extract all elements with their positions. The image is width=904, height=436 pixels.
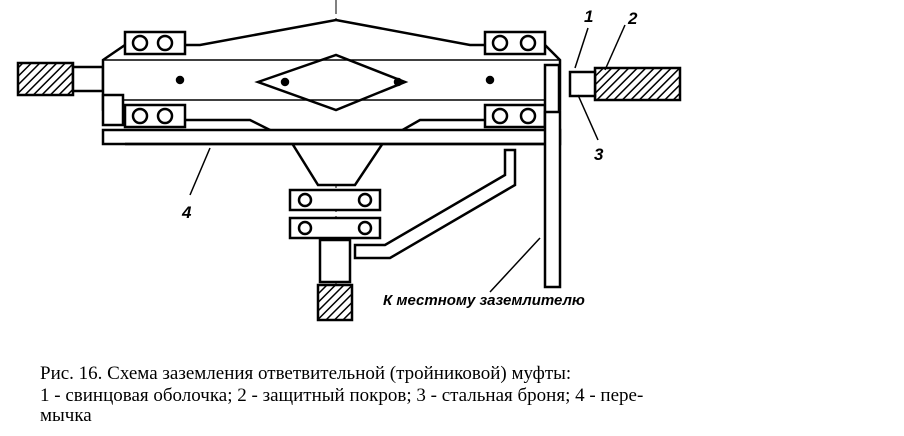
- diamond-window: [254, 53, 409, 112]
- label-1: 1: [584, 7, 593, 26]
- left-cable-cover: [16, 61, 75, 97]
- label-3: 3: [594, 145, 604, 164]
- branch-cable-cover: [316, 283, 354, 322]
- ground-strip: [543, 110, 562, 289]
- right-cable-cover: [593, 66, 682, 102]
- label-4: 4: [181, 203, 192, 222]
- caption-legend: 1 - свинцовая оболочка; 2 - защитный пок…: [40, 385, 644, 406]
- caption-title: Рис. 16. Схема заземления ответвительной…: [40, 363, 572, 384]
- caption-legend-cont: мычка: [40, 405, 92, 426]
- grounding-scheme-diagram: 1 2 3 4 К местному заземлителю: [16, 0, 682, 322]
- jumper-bar: [101, 128, 562, 146]
- branch-jumper: [353, 148, 517, 260]
- ground-note: К местному заземлителю: [383, 292, 585, 309]
- label-2: 2: [627, 9, 638, 28]
- coupling-body: [101, 18, 562, 187]
